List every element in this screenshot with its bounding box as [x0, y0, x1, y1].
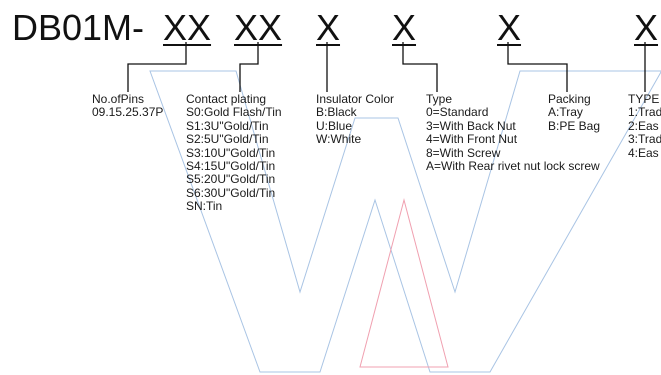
group-option: W:White	[316, 132, 362, 147]
code-insulator-placeholder: X	[316, 7, 341, 48]
group-packing: Packing A:Tray B:PE Bag	[548, 92, 601, 133]
group-option: 2:Eas	[628, 118, 659, 133]
group-insulator: Insulator Color B:Black U:Blue W:White	[316, 92, 395, 147]
group-option: S4:15U"Gold/Tin	[186, 159, 276, 174]
group-option: B:PE Bag	[548, 118, 601, 133]
group-option: S5:20U"Gold/Tin	[186, 172, 276, 187]
group-title: TYPE	[628, 93, 660, 106]
group-option: 3=With Back Nut	[426, 118, 516, 133]
group-option: B:Black	[316, 105, 357, 120]
code-type2-placeholder: X	[634, 7, 659, 48]
leader-packing	[507, 42, 568, 92]
leader-pins	[127, 42, 187, 92]
group-option: U:Blue	[316, 118, 353, 133]
group-option: A:Tray	[548, 105, 583, 120]
leader-type	[402, 42, 438, 92]
group-type: Type 0=Standard 3=With Back Nut 4=With F…	[426, 92, 600, 174]
group-option: S1:3U"Gold/Tin	[186, 118, 269, 133]
group-option: S2:5U"Gold/Tin	[186, 132, 269, 147]
group-option: S3:10U"Gold/Tin	[186, 145, 276, 160]
group-option: 3:Trad	[628, 132, 661, 147]
group-title: No.ofPins	[92, 92, 145, 106]
group-option: 8=With Screw	[426, 145, 501, 160]
code-type-placeholder: X	[392, 7, 417, 48]
group-option: 4:Eas	[628, 145, 659, 160]
group-title: Insulator Color	[316, 92, 395, 106]
group-title: Packing	[548, 92, 591, 106]
group-title: Type	[426, 92, 453, 106]
group-option: 0=Standard	[426, 105, 489, 120]
group-option: 09.15.25.37P	[92, 105, 164, 120]
code-packing-placeholder: X	[497, 7, 522, 48]
watermark-letter-outline	[149, 70, 661, 373]
leader-plating	[239, 42, 259, 92]
code-prefix: DB01M-	[12, 7, 145, 48]
code-pins-placeholder: XX	[163, 7, 212, 48]
group-option: A=With Rear rivet nut lock screw	[426, 159, 600, 174]
group-option: S6:30U"Gold/Tin	[186, 185, 276, 200]
group-option: 4=With Front Nut	[426, 132, 518, 147]
group-plating: Contact plating S0:Gold Flash/Tin S1:3U"…	[186, 92, 282, 214]
group-option: S0:Gold Flash/Tin	[186, 105, 282, 120]
group-title: Contact plating	[186, 92, 267, 106]
group-type2: TYPE 1:Trad 2:Eas 3:Trad 4:Eas	[628, 93, 661, 160]
code-plating-placeholder: XX	[234, 7, 283, 48]
group-pins: No.ofPins 09.15.25.37P	[92, 92, 164, 120]
group-option: 1:Trad	[628, 105, 661, 120]
group-option: SN:Tin	[186, 199, 223, 214]
watermark-inner-triangle	[359, 198, 449, 368]
